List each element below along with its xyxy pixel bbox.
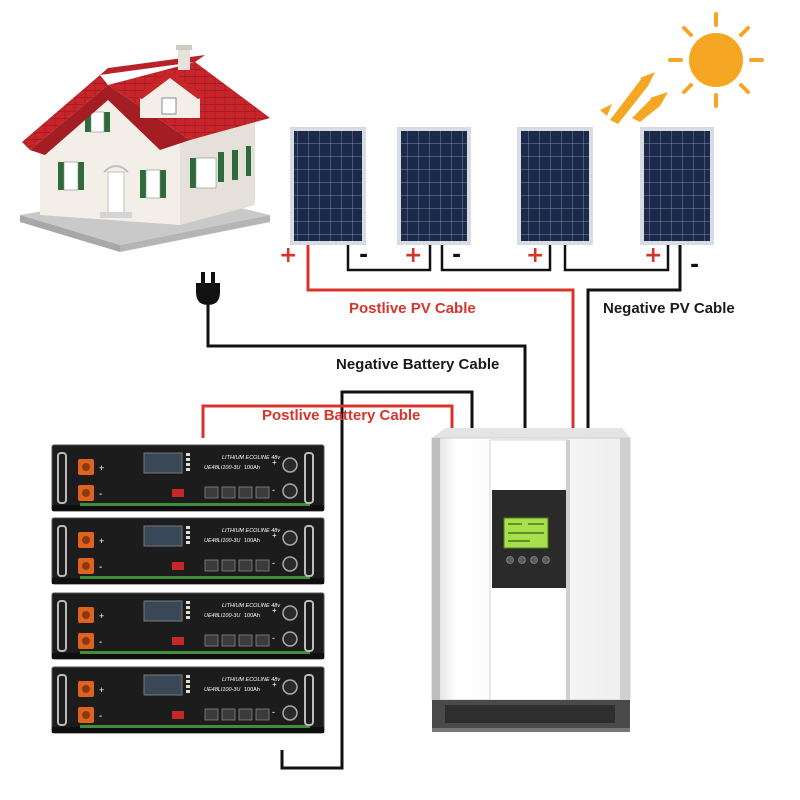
inverter-button[interactable]: [530, 556, 538, 564]
battery-comm-port: [238, 486, 253, 499]
battery-comm-port: [255, 559, 270, 572]
battery-comm-port: [204, 634, 219, 647]
panel2-minus-sign: -: [452, 243, 462, 268]
battery-terminal[interactable]: [282, 631, 298, 647]
inverter-button[interactable]: [542, 556, 550, 564]
battery-model-line2: UE48LI100-3U: [204, 687, 240, 693]
battery-capacity: 100Ah: [244, 538, 260, 544]
battery-minus-label: -: [99, 489, 102, 500]
battery-comm-port: [238, 708, 253, 721]
battery-terminal[interactable]: [282, 530, 298, 546]
negative-pv-cable: [586, 245, 682, 430]
battery-minus-label: -: [99, 711, 102, 722]
panel4-plus-sign: +: [644, 243, 663, 268]
battery-model-line1: LITHIUM ECOLINE 48v: [222, 528, 281, 534]
battery-plus-label: +: [99, 536, 104, 546]
battery-model-line1: LITHIUM ECOLINE 48v: [222, 603, 281, 609]
battery-minus-label: -: [272, 558, 275, 568]
battery-model-line2: UE48LI100-3U: [204, 465, 240, 471]
inverter-button[interactable]: [518, 556, 526, 564]
battery-terminal[interactable]: [282, 605, 298, 621]
panel-series-cables: [346, 245, 670, 272]
panel2-plus-sign: +: [404, 243, 423, 268]
battery-plus-label: +: [272, 680, 277, 689]
battery-comm-port: [204, 486, 219, 499]
panel4-minus-sign: -: [690, 253, 700, 278]
negative-pv-cable-label: Negative PV Cable: [603, 300, 735, 317]
battery-display: [143, 452, 183, 474]
battery-comm-port: [238, 634, 253, 647]
sun-icon: [600, 12, 764, 124]
battery-model-line2: UE48LI100-3U: [204, 538, 240, 544]
battery-minus-label: -: [272, 633, 275, 643]
positive-battery-cable: [201, 404, 454, 438]
battery-comm-port: [255, 634, 270, 647]
panel1-minus-sign: -: [359, 243, 369, 268]
battery-terminal[interactable]: [282, 483, 298, 499]
inverter-icon: [431, 428, 631, 732]
house-icon: [20, 45, 270, 252]
battery-terminal[interactable]: [282, 457, 298, 473]
negative-battery-cable: [280, 390, 474, 770]
ac-output-cable: [206, 305, 527, 430]
panel1-plus-sign: +: [279, 243, 298, 268]
battery-switch[interactable]: [172, 489, 184, 497]
battery-comm-port: [255, 708, 270, 721]
battery-plus-label: +: [272, 458, 277, 467]
battery-display: [143, 674, 183, 696]
battery-minus-label: -: [99, 562, 102, 573]
battery-plus-label: +: [99, 685, 104, 695]
battery-comm-port: [221, 559, 236, 572]
battery-terminal[interactable]: [282, 705, 298, 721]
power-plug-icon: [196, 272, 220, 305]
battery-switch[interactable]: [172, 562, 184, 570]
battery-plus-label: +: [272, 606, 277, 615]
battery-display: [143, 525, 183, 547]
solar-panel-icon: [290, 127, 366, 245]
battery-capacity: 100Ah: [244, 465, 260, 471]
inverter-button[interactable]: [506, 556, 514, 564]
battery-minus-label: -: [99, 637, 102, 648]
battery-display: [143, 600, 183, 622]
battery-switch[interactable]: [172, 637, 184, 645]
solar-panel-icon: [517, 127, 593, 245]
battery-plus-label: +: [99, 611, 104, 621]
battery-plus-label: +: [272, 531, 277, 540]
battery-minus-label: -: [272, 485, 275, 495]
battery-plus-label: +: [99, 463, 104, 473]
battery-minus-label: -: [272, 707, 275, 717]
panel3-plus-sign: +: [526, 243, 545, 268]
positive-battery-cable-label: Postlive Battery Cable: [262, 407, 421, 424]
negative-battery-cable-label: Negative Battery Cable: [336, 356, 500, 373]
solar-panel-icon: [640, 127, 714, 245]
battery-capacity: 100Ah: [244, 613, 260, 619]
battery-comm-port: [255, 486, 270, 499]
battery-capacity: 100Ah: [244, 687, 260, 693]
battery-terminal[interactable]: [282, 556, 298, 572]
sunray-arrow-icons: [600, 72, 668, 124]
battery-model-line1: LITHIUM ECOLINE 48v: [222, 677, 281, 683]
positive-pv-cable: [306, 245, 575, 430]
battery-comm-port: [221, 486, 236, 499]
battery-comm-port: [204, 559, 219, 572]
battery-model-line2: UE48LI100-3U: [204, 613, 240, 619]
battery-comm-port: [221, 708, 236, 721]
battery-comm-port: [221, 634, 236, 647]
battery-comm-port: [204, 708, 219, 721]
solar-panel-icon: [397, 127, 471, 245]
battery-comm-port: [238, 559, 253, 572]
positive-pv-cable-label: Postlive PV Cable: [349, 300, 476, 317]
battery-terminal[interactable]: [282, 679, 298, 695]
battery-model-line1: LITHIUM ECOLINE 48v: [222, 455, 281, 461]
battery-switch[interactable]: [172, 711, 184, 719]
